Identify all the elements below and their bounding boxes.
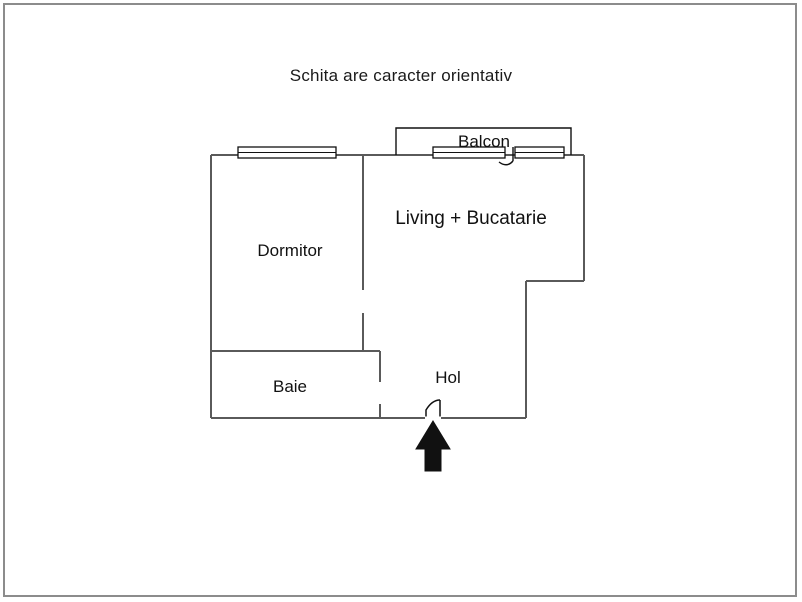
balcony-structure	[395, 127, 572, 155]
room-label-hol: Hol	[435, 368, 461, 387]
entrance-door-opening	[425, 416, 441, 421]
balcony-door-swing	[498, 147, 514, 166]
balcon-window-right	[514, 146, 565, 159]
entrance-door-swing	[425, 399, 441, 418]
dormitor-window	[237, 146, 337, 159]
building-outer-walls	[210, 154, 585, 419]
room-label-living-bucatarie: Living + Bucatarie	[395, 208, 547, 229]
interior-partition-walls	[211, 155, 381, 418]
balcon-window-left	[432, 146, 506, 159]
room-label-dormitor: Dormitor	[257, 241, 323, 260]
room-label-baie: Baie	[273, 377, 307, 396]
image-frame-border	[3, 3, 797, 597]
page-title: Schita are caracter orientativ	[289, 66, 513, 85]
room-label-balcon: Balcon	[458, 132, 510, 151]
balcony-outline	[395, 127, 572, 155]
entrance-direction-arrow	[415, 420, 451, 472]
